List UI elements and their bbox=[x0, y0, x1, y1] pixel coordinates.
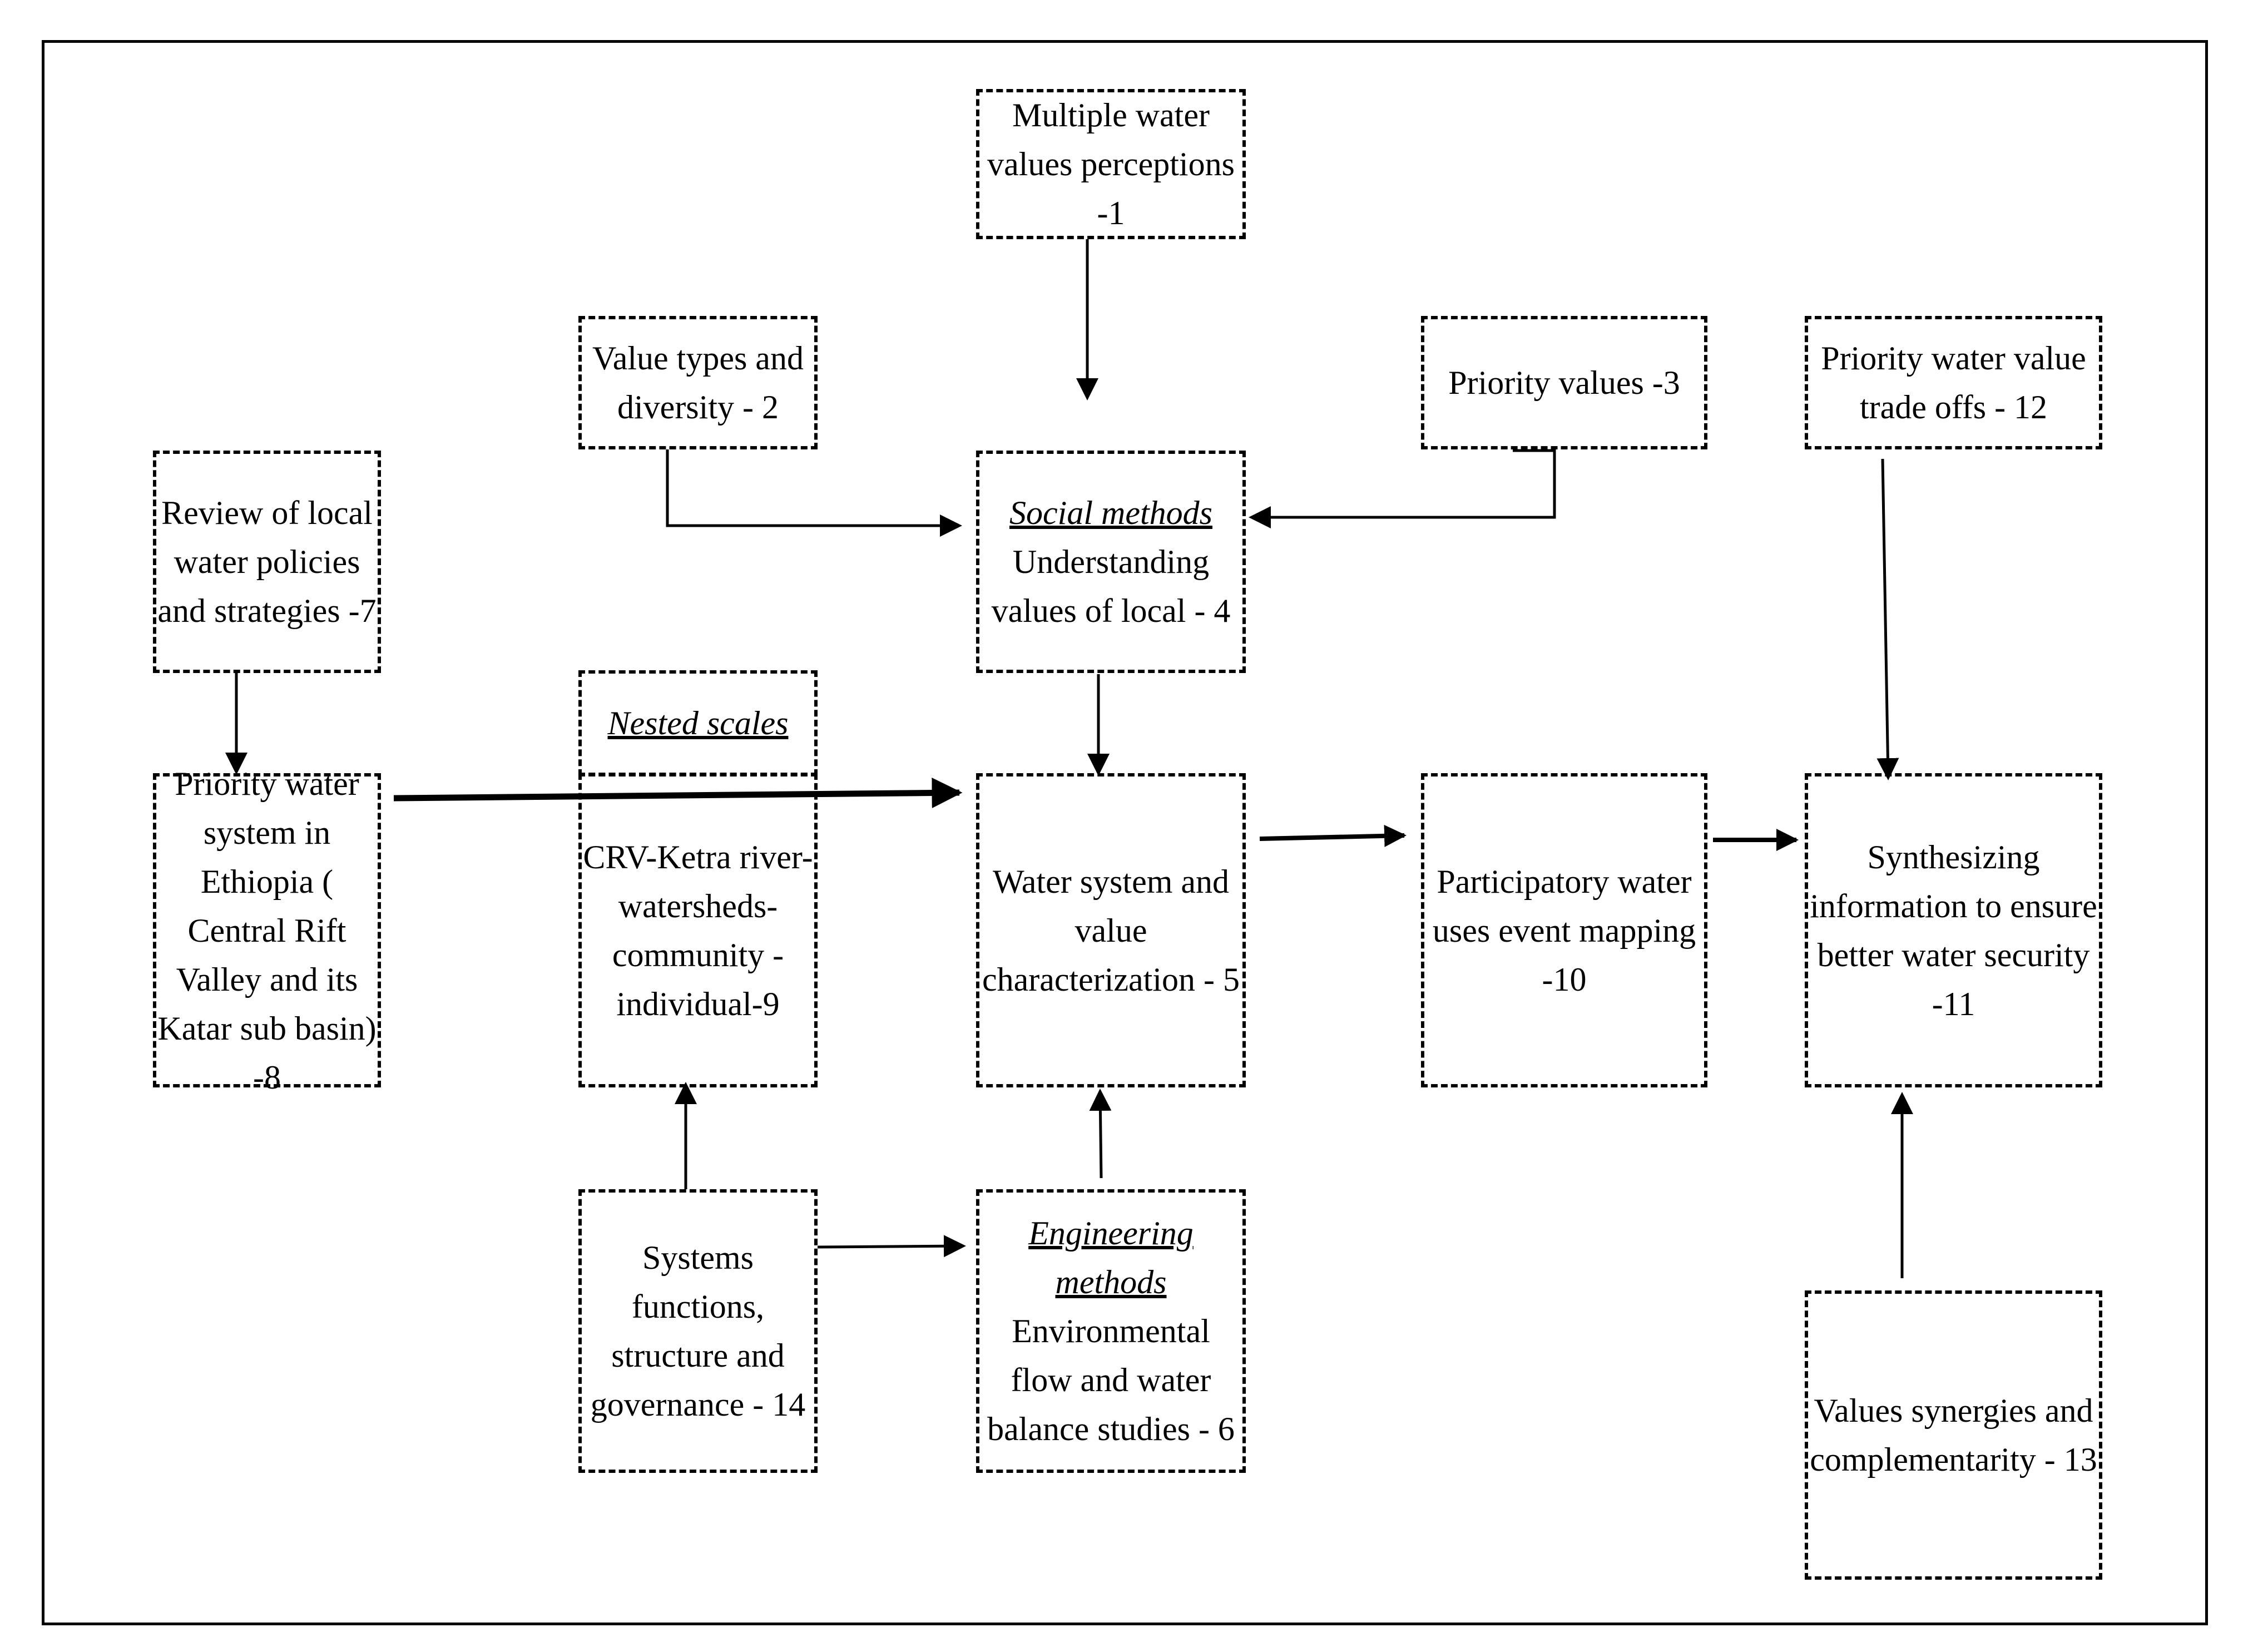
node-9-heading-box: Nested scales bbox=[578, 670, 818, 776]
node-10-label: Participatory water uses event mapping -… bbox=[1432, 863, 1696, 998]
arrow-14-to-6 bbox=[817, 1235, 966, 1258]
node-7: Review of local water policies and strat… bbox=[153, 451, 381, 673]
arrow-6-to-5 bbox=[1089, 1089, 1112, 1179]
node-1: Multiple water values perceptions -1 bbox=[976, 89, 1246, 239]
node-3: Priority values -3 bbox=[1421, 316, 1707, 449]
node-6: Engineering methods Environmental flow a… bbox=[976, 1189, 1246, 1473]
node-8: Priority water system in Ethiopia ( Cent… bbox=[153, 765, 381, 1096]
node-11-label: Synthesizing information to ensure bette… bbox=[1810, 838, 2097, 1022]
arrow-12-to-11 bbox=[1876, 458, 1899, 780]
node-12-label: Priority water value trade offs - 12 bbox=[1821, 340, 2086, 426]
node-2: Value types and diversity - 2 bbox=[578, 316, 818, 449]
node-10: Participatory water uses event mapping -… bbox=[1421, 773, 1707, 1087]
node-9-label: CRV-Ketra river-watersheds-community - i… bbox=[583, 838, 813, 1022]
node-13: Values synergies and complementarity - 1… bbox=[1805, 1290, 2102, 1580]
node-5-label: Water system and value characterization … bbox=[982, 863, 1240, 998]
node-3-label: Priority values -3 bbox=[1448, 364, 1680, 401]
arrow-3-to-4 bbox=[1249, 449, 1556, 528]
node-8-label: Priority water system in Ethiopia ( Cent… bbox=[157, 765, 377, 1096]
node-14: Systems functions, structure and governa… bbox=[578, 1189, 818, 1473]
node-4: Social methods Understanding values of l… bbox=[976, 451, 1246, 673]
node-13-label: Values synergies and complementarity - 1… bbox=[1810, 1392, 2097, 1478]
node-1-label: Multiple water values perceptions -1 bbox=[987, 97, 1235, 231]
node-9-heading: Nested scales bbox=[607, 705, 789, 741]
node-4-heading: Social methods bbox=[1009, 494, 1212, 531]
node-6-label: Environmental flow and water balance stu… bbox=[987, 1313, 1235, 1447]
node-4-label: Understanding values of local - 4 bbox=[991, 543, 1231, 629]
diagram-frame bbox=[42, 40, 2208, 1625]
arrow-5-to-10 bbox=[1259, 824, 1407, 847]
node-2-label: Value types and diversity - 2 bbox=[592, 340, 804, 426]
arrow-2-to-4 bbox=[666, 449, 962, 537]
node-12: Priority water value trade offs - 12 bbox=[1805, 316, 2102, 449]
node-5: Water system and value characterization … bbox=[976, 773, 1246, 1087]
node-9: CRV-Ketra river-watersheds-community - i… bbox=[578, 773, 818, 1087]
node-6-heading: Engineering methods bbox=[1028, 1215, 1194, 1300]
arrow-8-to-5 bbox=[393, 777, 963, 808]
node-7-label: Review of local water policies and strat… bbox=[157, 494, 377, 629]
node-11: Synthesizing information to ensure bette… bbox=[1805, 773, 2102, 1087]
node-14-label: Systems functions, structure and governa… bbox=[590, 1239, 806, 1423]
